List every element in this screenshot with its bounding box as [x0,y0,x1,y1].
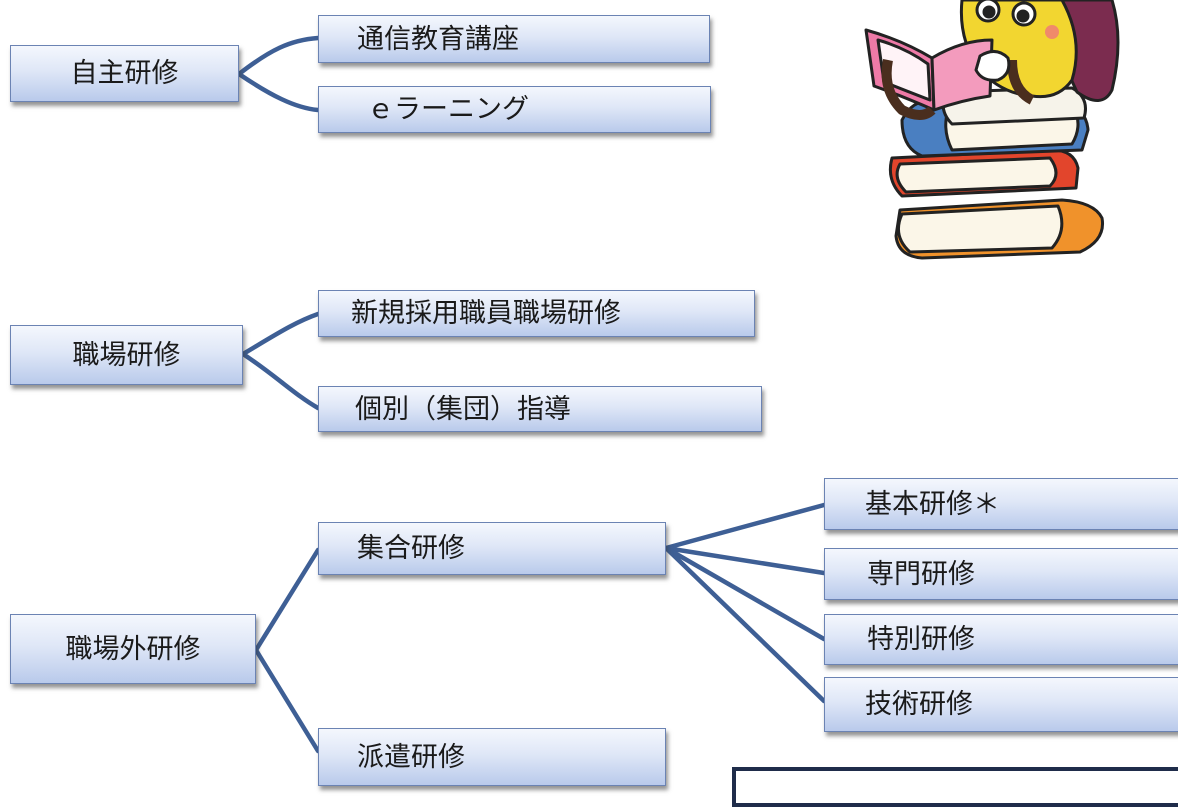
node-offsite-training: 職場外研修 [10,614,256,684]
connector-offsite-collective [253,547,321,653]
node-workplace-training-label: 職場研修 [72,339,181,371]
node-new-hire-workplace-training: 新規採用職員職場研修 [318,290,755,337]
node-collective-training: 集合研修 [318,522,666,575]
connector-collective-specialist [663,545,827,576]
node-dispatch-training-label: 派遣研修 [357,741,465,773]
node-specialist-training-label: 専門研修 [867,558,975,590]
node-collective-training-label: 集合研修 [357,533,465,564]
connector-workplace-individual [240,351,321,411]
reading-mascot-on-books-icon [864,0,1120,260]
node-new-hire-workplace-training-label: 新規採用職員職場研修 [351,298,621,329]
node-specialist-training: 専門研修 [824,548,1178,600]
node-individual-guidance-label: 個別（集団）指導 [355,393,571,425]
connector-self-elearning [236,35,321,77]
connector-self-correspondence [236,71,321,113]
connector-offsite-dispatch [253,647,321,754]
node-basic-training: 基本研修＊ [824,478,1178,530]
node-self-study: 自主研修 [10,45,239,102]
connector-collective-basic [663,502,827,551]
node-elearning-label: ｅラーニング [367,94,529,125]
note-box [732,767,1178,807]
node-elearning: ｅラーニング [318,86,711,133]
node-special-training-label: 特別研修 [867,624,975,655]
node-self-study-label: 自主研修 [70,58,179,89]
node-offsite-training-label: 職場外研修 [65,633,201,665]
node-correspondence-course-label: 通信教育講座 [357,23,519,55]
node-workplace-training: 職場研修 [10,325,243,385]
node-basic-training-label: 基本研修＊ [865,488,1000,520]
node-special-training: 特別研修 [824,614,1178,665]
connector-collective-special [663,545,827,642]
node-dispatch-training: 派遣研修 [318,728,666,786]
node-individual-guidance: 個別（集団）指導 [318,386,762,432]
node-correspondence-course: 通信教育講座 [318,15,710,63]
connector-collective-technical [663,545,827,704]
node-technical-training-label: 技術研修 [865,689,973,720]
connector-lines [236,35,827,754]
connector-workplace-new-hire [240,311,321,357]
node-technical-training: 技術研修 [824,677,1178,732]
